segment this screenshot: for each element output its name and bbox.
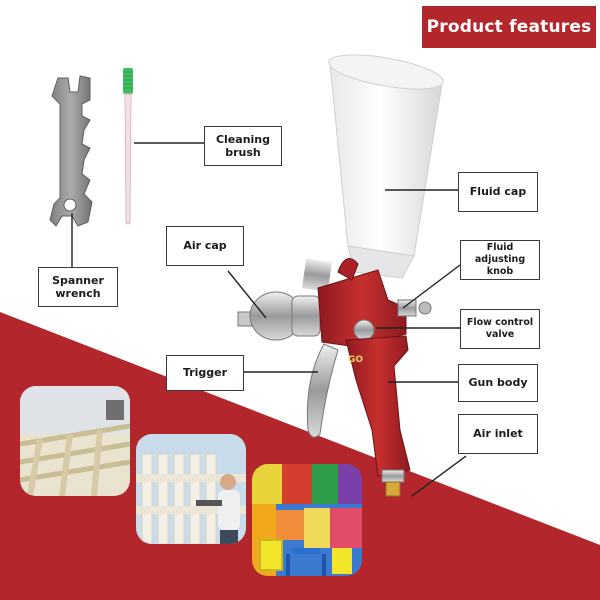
spanner-wrench-icon bbox=[49, 75, 93, 227]
label-flow-control-valve: Flow control valve bbox=[460, 309, 540, 349]
label-fluid-cap: Fluid cap bbox=[458, 172, 538, 212]
label-air-inlet: Air inlet bbox=[458, 414, 538, 454]
chairs-image bbox=[252, 464, 362, 576]
label-spanner-wrench: Spanner wrench bbox=[38, 267, 118, 307]
photo-colorful-chairs bbox=[252, 464, 362, 576]
photo-painter-fence bbox=[136, 434, 246, 544]
header-bg bbox=[422, 6, 596, 48]
photo-painted-deck bbox=[20, 386, 130, 496]
cleaning-brush-icon bbox=[123, 68, 133, 225]
spray-gun-icon: GO bbox=[237, 54, 444, 497]
brand-logo-mark: GO bbox=[348, 355, 363, 365]
label-air-cap: Air cap bbox=[166, 226, 244, 266]
label-cleaning-brush: Cleaning brush bbox=[204, 126, 282, 166]
label-fluid-adjusting-knob: Fluid adjusting knob bbox=[460, 240, 540, 280]
deck-image bbox=[20, 386, 130, 496]
painter-image bbox=[136, 434, 246, 544]
label-trigger: Trigger bbox=[166, 355, 244, 391]
label-gun-body: Gun body bbox=[458, 364, 538, 402]
header-title: Product features bbox=[426, 17, 592, 37]
